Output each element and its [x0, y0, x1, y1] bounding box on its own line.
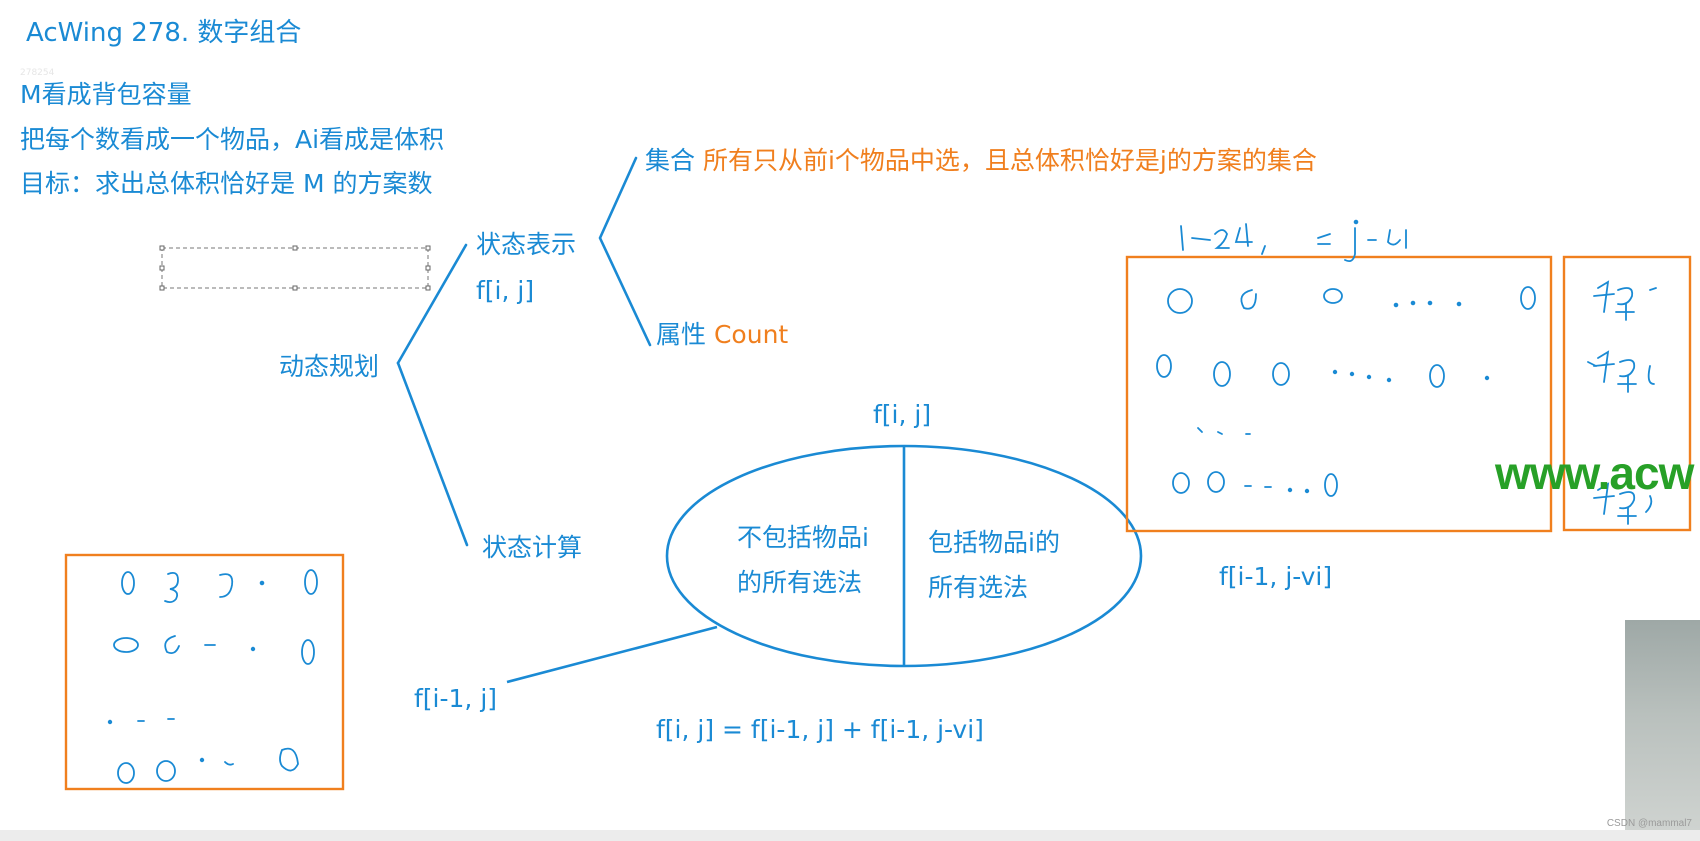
- attribute-value: Count: [713, 320, 789, 349]
- attribute-label: 属性: [656, 320, 707, 349]
- intro-line-1: M看成背包容量: [20, 80, 192, 109]
- tree-branches: [396, 156, 652, 547]
- attribute-definition: 属性 Count: [656, 322, 788, 347]
- state-representation-label: 状态表示: [476, 230, 577, 259]
- set-label: 集合: [645, 146, 696, 175]
- bottom-bar: [0, 830, 1700, 841]
- exclude-item-line-1: 不包括物品i: [737, 523, 869, 552]
- dp-root-label: 动态规划: [279, 352, 380, 381]
- state-representation-symbol: f[i, j]: [476, 276, 535, 305]
- set-description: 所有只从前i个物品中选，且总体积恰好是j的方案的集合: [702, 146, 1317, 175]
- ellipse-top-label: f[i, j]: [873, 400, 932, 429]
- include-item-line-2: 所有选法: [928, 573, 1029, 602]
- intro-line-2: 把每个数看成一个物品，Ai看成是体积: [20, 125, 445, 154]
- right-scratch-box: [1125, 219, 1692, 533]
- selection-box: [159, 245, 431, 291]
- left-scratch-box: [64, 553, 345, 791]
- intro-line-3: 目标：求出总体积恰好是 M 的方案数: [20, 169, 433, 198]
- page-title: AcWing 278. 数字组合: [26, 18, 302, 48]
- include-item-line-1: 包括物品i的: [928, 528, 1060, 557]
- transition-equation: f[i, j] = f[i-1, j] + f[i-1, j-vi]: [656, 715, 984, 744]
- exclude-item-line-2: 的所有选法: [737, 568, 863, 597]
- faint-label: 278254: [20, 68, 55, 78]
- credit-label: CSDN @mammal7: [1606, 818, 1692, 829]
- include-ref-label: f[i-1, j-vi]: [1219, 562, 1333, 591]
- webcam-overlay: [1625, 620, 1700, 830]
- state-calculation-label: 状态计算: [482, 533, 583, 562]
- ellipse-diagram: [506, 444, 1143, 684]
- exclude-ref-label: f[i-1, j]: [414, 684, 498, 713]
- set-definition: 集合 所有只从前i个物品中选，且总体积恰好是j的方案的集合: [645, 148, 1317, 173]
- site-watermark: www.acw: [1495, 447, 1694, 499]
